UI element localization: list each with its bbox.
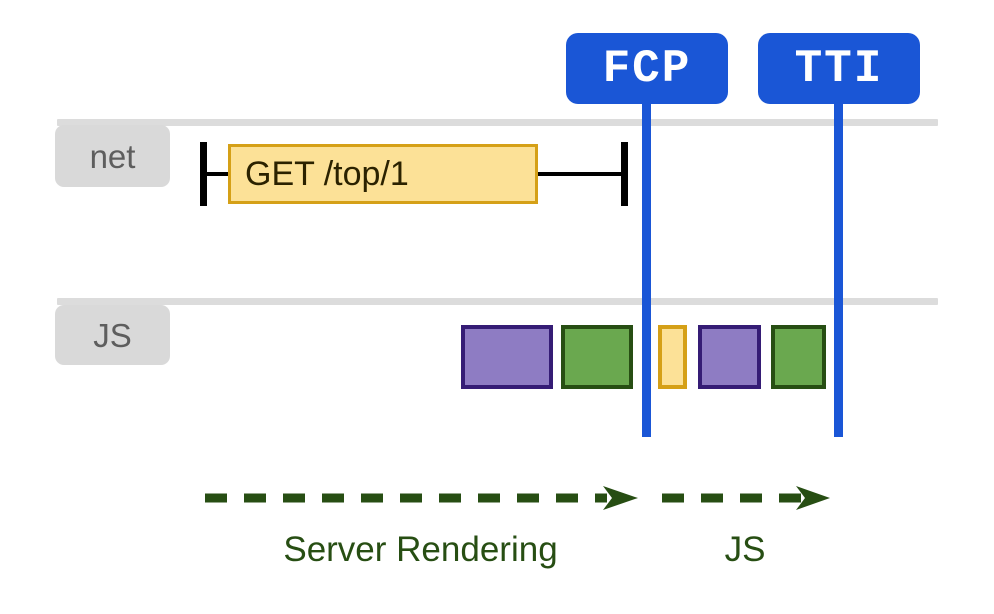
marker-line-tti <box>834 100 843 437</box>
network-whisker-right-cap <box>621 142 628 206</box>
js-block-4[interactable] <box>698 325 761 389</box>
js-block-5[interactable] <box>771 325 826 389</box>
lane-line-js <box>57 298 938 305</box>
lane-label-net: net <box>55 125 170 187</box>
js-block-3[interactable] <box>658 325 687 389</box>
lane-line-net <box>57 119 938 126</box>
network-whisker-right-line <box>536 172 624 176</box>
marker-line-fcp <box>642 100 651 437</box>
dashed-arrow-icon <box>662 486 830 510</box>
network-whisker-left-line <box>203 172 230 176</box>
phase-label-js: JS <box>724 530 766 569</box>
js-block-2[interactable] <box>561 325 633 389</box>
marker-badge-tti[interactable]: TTI <box>758 33 920 104</box>
phase-arrow-js <box>660 485 830 511</box>
network-request-bar[interactable]: GET /top/1 <box>228 144 538 204</box>
marker-badge-fcp[interactable]: FCP <box>566 33 728 104</box>
dashed-arrow-icon <box>205 486 638 510</box>
js-block-1[interactable] <box>461 325 553 389</box>
lane-label-js: JS <box>55 305 170 365</box>
phase-arrow-server-rendering <box>203 485 638 511</box>
phase-label-server-rendering: Server Rendering <box>283 530 558 569</box>
